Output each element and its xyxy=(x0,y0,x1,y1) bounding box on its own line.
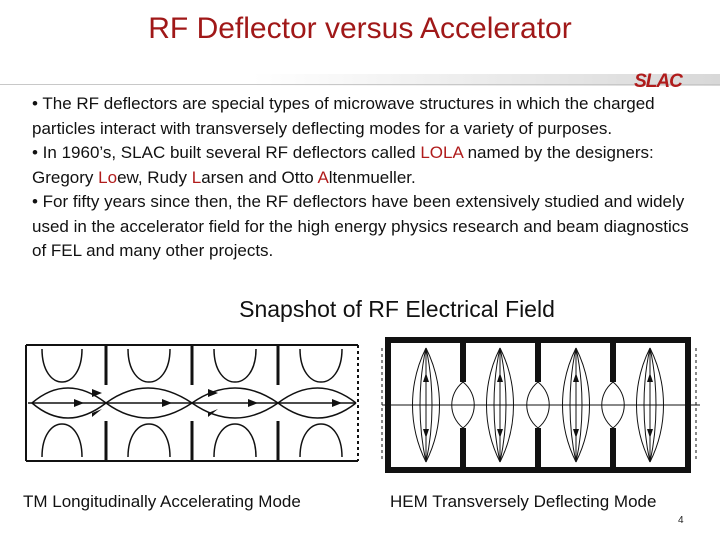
hem-arrow-6 xyxy=(497,373,503,382)
bullet-2-text-a: • In 1960’s, SLAC built several RF defle… xyxy=(32,143,421,162)
hem-field-line-8 xyxy=(493,347,501,463)
header-rule xyxy=(0,74,720,86)
hem-field-line-16 xyxy=(636,347,651,463)
tm-loop-8 xyxy=(299,423,343,458)
hem-iris-field-5 xyxy=(601,381,614,429)
bullet-2-text-b: named by the designers: Gregory xyxy=(32,143,654,187)
loew-highlight: Lo xyxy=(98,167,118,187)
tm-mode-caption: TM Longitudinally Accelerating Mode xyxy=(23,492,301,511)
altenmueller-highlight: A xyxy=(317,167,329,187)
tm-field-line-lower xyxy=(31,402,357,419)
tm-loop-6 xyxy=(213,423,257,458)
tm-mode-field-diagram xyxy=(22,333,362,473)
tm-loop-3 xyxy=(127,348,171,383)
hem-iris-field-4 xyxy=(537,381,550,429)
hem-iris-field-3 xyxy=(526,381,539,429)
hem-field-line-19 xyxy=(649,347,657,463)
tm-field-line-upper xyxy=(31,387,357,404)
hem-field-line-9 xyxy=(499,347,507,463)
bullet-item-1: • The RF deflectors are special types of… xyxy=(32,94,655,138)
page-number: 4 xyxy=(678,515,684,526)
hem-field-line-1 xyxy=(412,347,427,463)
hem-field-line-4 xyxy=(425,347,433,463)
bullet-2-text-c: ew, Rudy xyxy=(117,167,192,187)
tm-arrow-8 xyxy=(208,409,218,417)
header-divider xyxy=(0,84,720,85)
slide-title: RF Deflector versus Accelerator xyxy=(148,12,572,45)
bullet-item-2: • In 1960’s, SLAC built several RF defle… xyxy=(32,141,704,190)
tm-arrow-3 xyxy=(248,399,258,407)
hem-field-line-11 xyxy=(562,347,577,463)
tm-loop-5 xyxy=(213,348,257,383)
tm-arrow-4 xyxy=(332,399,342,407)
tm-loop-4 xyxy=(127,423,171,458)
snapshot-title: Snapshot of RF Electrical Field xyxy=(239,296,555,322)
hem-iris-field-2 xyxy=(462,381,475,429)
tm-arrow-5 xyxy=(92,389,102,397)
tm-loop-1 xyxy=(41,348,83,383)
tm-arrow-6 xyxy=(92,409,102,417)
hem-field-line-17 xyxy=(649,347,664,463)
bullet-2-text-e: ltenmueller. xyxy=(328,167,416,187)
bullet-item-3: • For fifty years since then, the RF def… xyxy=(32,192,689,260)
tm-arrow-2 xyxy=(162,399,172,407)
hem-field-line-12 xyxy=(575,347,590,463)
hem-field-line-3 xyxy=(419,347,427,463)
hem-field-line-14 xyxy=(575,347,583,463)
hem-arrow-5 xyxy=(423,373,429,382)
hem-field-svg xyxy=(381,337,700,473)
larsen-highlight: L xyxy=(191,167,202,187)
hem-iris-field-1 xyxy=(451,381,464,429)
hem-arrow-2 xyxy=(497,429,503,438)
bullet-2-text-d: arsen and Otto xyxy=(201,167,318,187)
hem-arrow-4 xyxy=(647,429,653,438)
hem-arrow-3 xyxy=(573,429,579,438)
hem-arrow-8 xyxy=(647,373,653,382)
lola-highlight: LOLA xyxy=(420,143,463,162)
hem-field-line-13 xyxy=(569,347,577,463)
hem-mode-caption: HEM Transversely Deflecting Mode xyxy=(390,492,657,511)
tm-loop-7 xyxy=(299,348,343,383)
hem-field-line-18 xyxy=(643,347,651,463)
hem-iris-field-6 xyxy=(612,381,625,429)
hem-mode-field-diagram xyxy=(378,334,704,476)
hem-field-line-7 xyxy=(499,347,514,463)
tm-arrow-1 xyxy=(74,399,84,407)
slac-logo: SLAC xyxy=(634,71,683,92)
hem-field-line-2 xyxy=(425,347,440,463)
tm-loop-2 xyxy=(41,423,83,458)
bullet-list: • The RF deflectors are special types of… xyxy=(32,92,704,264)
tm-field-svg xyxy=(25,344,359,462)
tm-arrow-7 xyxy=(208,389,218,397)
hem-field-line-6 xyxy=(486,347,501,463)
hem-arrow-1 xyxy=(423,429,429,438)
hem-arrow-7 xyxy=(573,373,579,382)
